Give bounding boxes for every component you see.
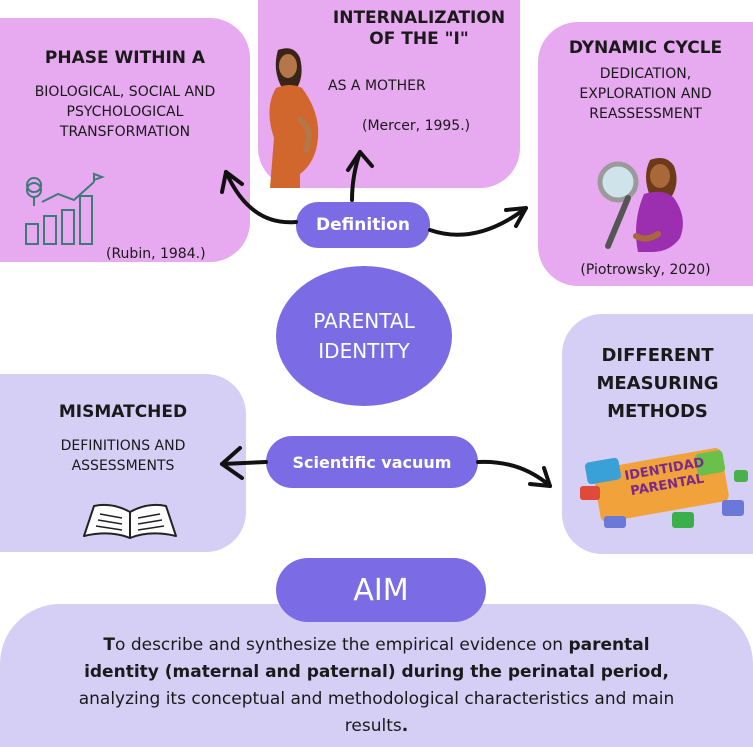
phase-body-line: TRANSFORMATION xyxy=(59,124,191,140)
aim-bold: parental xyxy=(568,635,650,655)
measuring-title: DIFFERENT MEASURING METHODS xyxy=(562,342,753,426)
definition-pill: Definition xyxy=(296,202,430,248)
aim-text: To describe and synthesize the empirical… xyxy=(20,632,733,740)
circle-line: PARENTAL xyxy=(313,309,415,333)
aim-text-span: o describe and synthesize the empirical … xyxy=(115,635,569,655)
arrow-to-dynamic xyxy=(428,206,528,237)
circle-line: IDENTITY xyxy=(318,339,410,363)
magnifier-pregnant-icon xyxy=(597,158,683,252)
open-book-icon xyxy=(83,503,177,539)
measuring-title-line: DIFFERENT xyxy=(601,345,714,366)
aim-line: To describe and synthesize the empirical… xyxy=(20,632,733,659)
mismatched-box: MISMATCHED DEFINITIONS AND ASSESSMENTS xyxy=(0,374,246,552)
aim-bold: . xyxy=(401,716,409,736)
arrow-to-measuring xyxy=(476,459,552,488)
internalization-body: AS A MOTHER xyxy=(328,78,426,94)
scientific-vacuum-pill: Scientific vacuum xyxy=(266,436,478,488)
measuring-box: DIFFERENT MEASURING METHODS IDENTIDAD PA… xyxy=(562,314,753,554)
puzzle-icon: IDENTIDAD PARENTAL xyxy=(576,448,752,534)
phase-body-line: BIOLOGICAL, SOCIAL AND xyxy=(34,84,216,100)
parental-identity-circle: PARENTAL IDENTITY xyxy=(276,266,452,406)
internalization-citation: (Mercer, 1995.) xyxy=(362,118,471,134)
pregnant-woman-icon xyxy=(269,48,319,188)
aim-line: results. xyxy=(20,713,733,740)
phase-body-line: PSYCHOLOGICAL xyxy=(66,104,184,120)
aim-bold: T xyxy=(103,635,116,655)
dynamic-body: DEDICATION, EXPLORATION AND REASSESSMENT xyxy=(538,64,753,124)
phase-citation: (Rubin, 1984.) xyxy=(106,246,206,262)
dynamic-body-line: REASSESSMENT xyxy=(589,106,702,122)
phase-box: PHASE WITHIN A BIOLOGICAL, SOCIAL AND PS… xyxy=(0,18,250,262)
dynamic-citation: (Piotrowsky, 2020) xyxy=(580,262,711,278)
dynamic-title: DYNAMIC CYCLE xyxy=(568,38,723,58)
phase-body: BIOLOGICAL, SOCIAL AND PSYCHOLOGICAL TRA… xyxy=(0,82,250,142)
internalization-title-line: OF THE "I" xyxy=(369,29,469,49)
aim-bold: identity (maternal and paternal) during … xyxy=(84,662,669,682)
measuring-title-line: MEASURING xyxy=(596,373,719,394)
mismatched-body: DEFINITIONS AND ASSESSMENTS xyxy=(0,436,246,476)
mismatched-body-line: ASSESSMENTS xyxy=(71,458,175,474)
aim-text-span: results xyxy=(344,716,402,736)
growth-chart-icon xyxy=(25,172,105,245)
dynamic-box: DYNAMIC CYCLE DEDICATION, EXPLORATION AN… xyxy=(538,22,753,286)
aim-pill: AIM xyxy=(276,558,486,622)
measuring-title-line: METHODS xyxy=(607,401,708,422)
aim-line: identity (maternal and paternal) during … xyxy=(20,659,733,686)
internalization-box: INTERNALIZATION OF THE "I" AS A MOTHER (… xyxy=(258,0,520,188)
mismatched-body-line: DEFINITIONS AND xyxy=(60,438,186,454)
internalization-title: INTERNALIZATION OF THE "I" xyxy=(258,8,520,50)
phase-title: PHASE WITHIN A xyxy=(44,48,206,68)
mismatched-title: MISMATCHED xyxy=(58,402,188,422)
dynamic-body-line: EXPLORATION AND xyxy=(579,86,712,102)
internalization-title-line: INTERNALIZATION xyxy=(332,8,506,28)
aim-line: analyzing its conceptual and methodologi… xyxy=(78,689,675,709)
dynamic-body-line: DEDICATION, xyxy=(599,66,692,82)
aim-box xyxy=(0,604,753,747)
